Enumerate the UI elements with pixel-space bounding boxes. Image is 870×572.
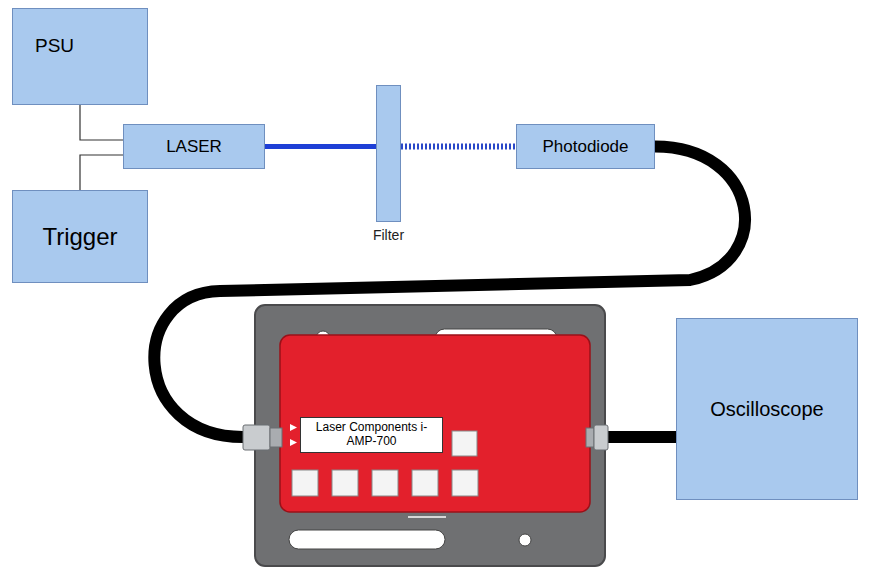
panel-button [372, 470, 398, 496]
laser-beam [401, 144, 516, 150]
indicator-arrow [290, 424, 297, 431]
panel-button [412, 470, 438, 496]
mounting-plate [255, 305, 605, 566]
signal-cable [154, 147, 745, 438]
front-panel [280, 335, 590, 512]
panel-button [452, 470, 478, 496]
plate-mark [408, 516, 446, 518]
mounting-slot [289, 530, 445, 549]
sma-connector [594, 425, 608, 450]
box-label: Photodiode [542, 137, 628, 157]
photodiode-box: Photodiode [516, 124, 655, 169]
mounting-hole [519, 534, 531, 546]
box-label: Trigger [42, 223, 117, 251]
laser-box: LASER [123, 124, 265, 169]
filter-plate: Filter [376, 85, 401, 222]
filter-label: Filter [373, 227, 404, 243]
trigger-box: Trigger [12, 190, 148, 283]
panel-button [332, 470, 358, 496]
sma-connector [270, 428, 282, 447]
box-label: Oscilloscope [710, 398, 823, 421]
panel-button [452, 431, 477, 456]
indicator-arrow [290, 439, 297, 446]
box-label: LASER [166, 137, 222, 157]
sma-connector [586, 428, 594, 447]
panel-button [292, 470, 318, 496]
amplifier-panel: Laser Components i-AMP-700 [280, 335, 590, 512]
power-supply-box: PSU [12, 8, 148, 105]
sma-connector [243, 425, 270, 450]
oscilloscope-box: Oscilloscope [676, 318, 858, 500]
box-label: PSU [35, 35, 74, 57]
amplifier-label: Laser Components i-AMP-700 [300, 417, 443, 453]
wire [80, 105, 123, 140]
laser-beam [265, 144, 376, 149]
wire [80, 155, 123, 190]
